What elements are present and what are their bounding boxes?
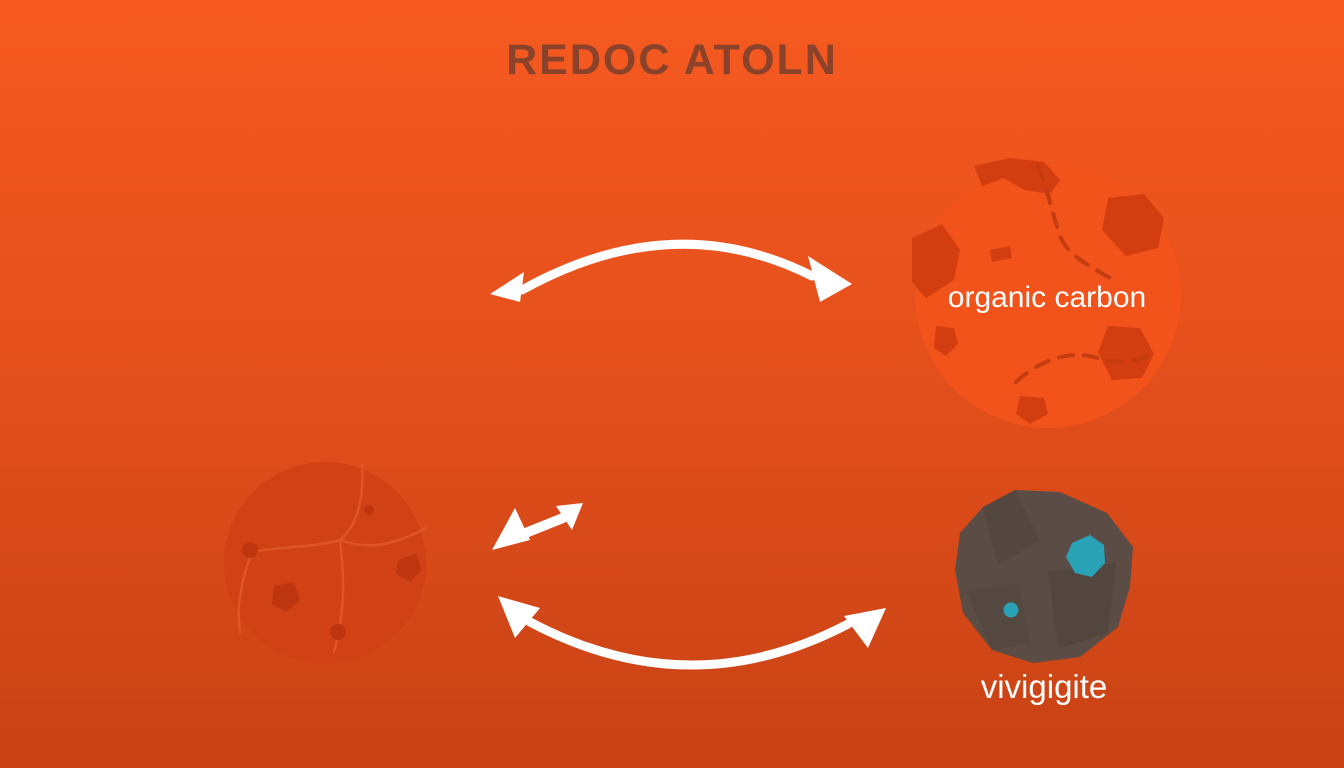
left-sphere-spots: [242, 505, 422, 640]
rock-facets: [966, 490, 1116, 650]
organic-carbon-label: organic carbon: [947, 281, 1147, 314]
double-arrow-top-icon: [490, 239, 852, 302]
vivianite-rock: [955, 490, 1133, 663]
vivianite-figure: [955, 490, 1133, 663]
double-arrow-middle-icon: [492, 503, 583, 550]
left-sphere-figure: [224, 462, 428, 664]
vivianite-label: vivigigite: [980, 668, 1108, 705]
left-sphere: [224, 462, 426, 664]
organic-carbon-figure: [912, 158, 1181, 428]
page-title: REDOC ATOLN: [506, 36, 838, 84]
double-arrow-bottom-icon: [498, 596, 886, 670]
organic-carbon-dashed-lines: [1014, 164, 1154, 384]
teal-mineral-spots: [1003, 535, 1105, 618]
organic-carbon-patches: [912, 158, 1164, 424]
